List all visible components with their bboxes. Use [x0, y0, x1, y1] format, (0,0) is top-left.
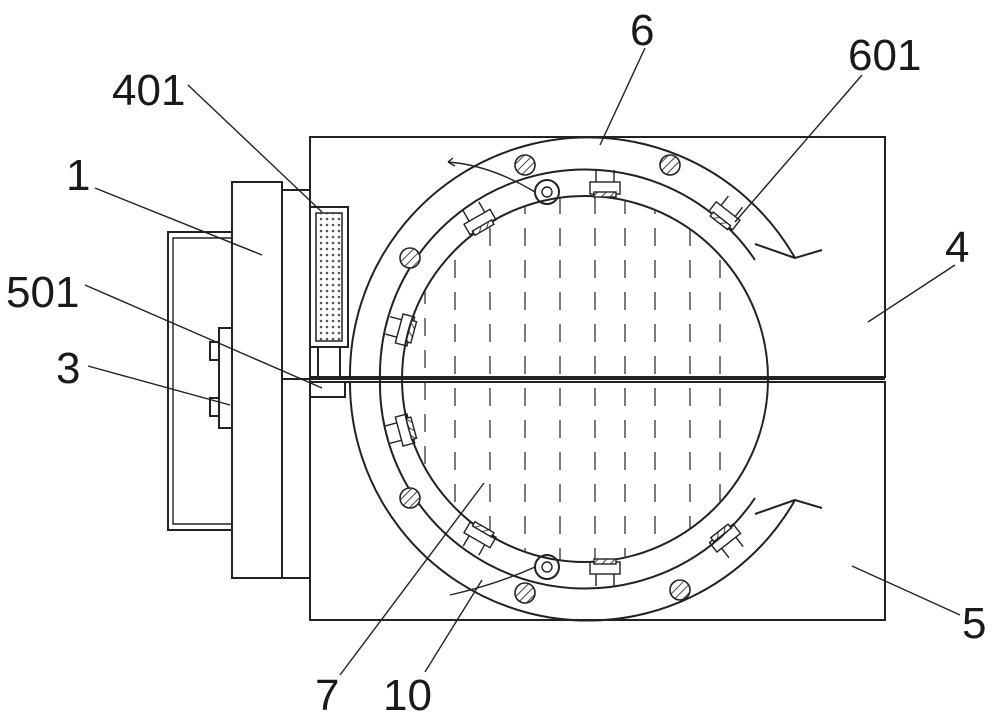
pad-fixture: [589, 558, 621, 586]
leader-7: [339, 482, 485, 676]
label-10: 10: [383, 671, 432, 720]
bolt: [399, 487, 421, 509]
pad-fixture: [462, 520, 497, 556]
label-401: 401: [112, 66, 185, 115]
piston-rod: [317, 346, 341, 378]
terminal-bottom: [209, 397, 220, 417]
label-6: 6: [630, 6, 654, 55]
lower-clamp-end: [754, 499, 796, 515]
cable-bottom: [449, 566, 536, 596]
bolt: [514, 582, 536, 604]
label-4: 4: [945, 223, 969, 272]
wire-loop: [167, 231, 232, 531]
label-1: 1: [66, 151, 90, 200]
pad-fixture: [589, 170, 621, 198]
lower-clamp-outer: [348, 381, 823, 622]
leader-1: [94, 187, 263, 256]
mount-plate: [281, 189, 311, 579]
leader-601: [734, 74, 863, 223]
upper-clamp-end: [754, 243, 796, 259]
label-601: 601: [848, 31, 921, 80]
pad-fixture: [385, 313, 418, 347]
pad-fixture: [708, 523, 744, 559]
upper-clamp-outer: [348, 136, 823, 380]
bolt: [399, 247, 421, 269]
pad-fixture: [385, 413, 418, 447]
bolt: [659, 154, 681, 176]
inner-vessel: [401, 195, 769, 563]
bolt: [669, 579, 691, 601]
leader-6: [599, 47, 646, 146]
latch-block: [309, 381, 346, 398]
pad-fixture: [462, 201, 497, 237]
lower-inner-band: [378, 378, 756, 590]
leader-10: [424, 579, 483, 673]
leader-5: [851, 565, 961, 616]
leader-401: [187, 84, 323, 213]
leader-4: [867, 264, 956, 323]
base-plate: [231, 181, 283, 579]
leader-3: [87, 365, 231, 406]
label-3: 3: [56, 344, 80, 393]
label-501: 501: [6, 268, 79, 317]
pad-fixture: [707, 195, 744, 231]
connector: [218, 327, 233, 429]
upper-inner-band: [378, 168, 756, 380]
terminal-top: [209, 341, 220, 361]
cable-top: [447, 161, 536, 193]
bolt: [514, 154, 536, 176]
label-7: 7: [315, 671, 339, 720]
leader-501: [84, 284, 323, 389]
cylinder-fill: [315, 212, 343, 342]
label-5: 5: [962, 599, 986, 648]
